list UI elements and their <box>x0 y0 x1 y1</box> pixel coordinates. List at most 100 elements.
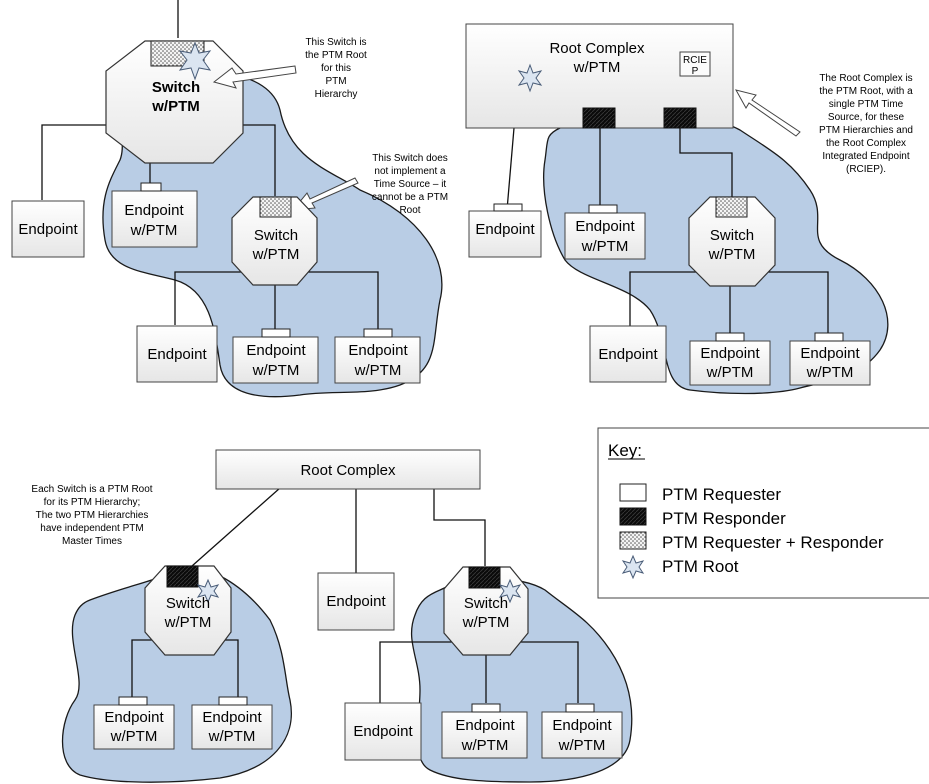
note-no-time-source: This Switch does not implement a Time So… <box>372 153 448 216</box>
port-requester-responder <box>715 196 748 218</box>
port-requester <box>715 332 745 342</box>
legend-key: Key: PTM Requester PTM Responder PTM Req… <box>597 427 929 599</box>
endpoint-label: Endpoint <box>18 221 78 238</box>
switch-ptm-root <box>105 40 244 164</box>
svg-text:PTM: PTM <box>325 76 346 87</box>
arrow-to-root-complex-icon <box>735 89 801 137</box>
endpoint-ptm-box <box>441 711 528 759</box>
endpoint-ptm-box <box>93 704 175 750</box>
endpoint-box <box>317 572 395 631</box>
key-responder-swatch <box>619 507 647 526</box>
endpoint-ptm-label: Endpoint <box>800 345 860 362</box>
diagram-independent-hierarchies: Root Complex Each Switch is a PTM Root f… <box>31 449 633 783</box>
endpoint-ptm-sublabel: w/PTM <box>806 364 854 381</box>
link-endpoint-2 <box>174 271 242 325</box>
endpoint-ptm-box <box>232 336 319 384</box>
svg-text:Master Times: Master Times <box>62 536 122 547</box>
endpoint-ptm-label: Endpoint <box>700 345 760 362</box>
port-requester <box>261 328 291 338</box>
ptm-root-star-icon <box>178 41 212 81</box>
endpoint-box <box>136 325 218 383</box>
endpoint-ptm-label: Endpoint <box>348 342 408 359</box>
endpoint-label: Endpoint <box>353 723 413 740</box>
arrow-to-switch-icon <box>212 65 297 89</box>
link-endpoint <box>506 127 515 211</box>
endpoint-ptm-sublabel: w/PTM <box>354 362 402 379</box>
endpoint-ptm-label: Endpoint <box>246 342 306 359</box>
link-switch-left <box>191 487 281 567</box>
port-responder <box>663 107 697 129</box>
ptm-root-star-icon <box>498 578 522 604</box>
svg-text:PTM Hierarchies and: PTM Hierarchies and <box>819 125 913 136</box>
switch-label: Switch <box>464 595 508 612</box>
key-item-requester: PTM Requester <box>662 485 781 504</box>
endpoint-label: Endpoint <box>475 221 535 238</box>
svg-text:have independent PTM: have independent PTM <box>40 523 143 534</box>
endpoint-ptm-sublabel: w/PTM <box>558 737 606 754</box>
link-switch2 <box>240 124 276 196</box>
endpoint-ptm-label: Endpoint <box>575 218 635 235</box>
root-complex-sublabel: w/PTM <box>573 59 621 76</box>
svg-text:the PTM Root: the PTM Root <box>305 50 367 61</box>
port-requester <box>218 696 248 706</box>
switch-sublabel: w/PTM <box>708 246 756 263</box>
endpoint-ptm-label: Endpoint <box>552 717 612 734</box>
port-requester <box>493 203 523 212</box>
port-responder <box>166 565 199 588</box>
note-independent-roots: Each Switch is a PTM Root for its PTM Hi… <box>31 484 152 547</box>
link-switch <box>679 128 733 197</box>
switch2-label: Switch <box>254 227 298 244</box>
endpoint-ptm-sublabel: w/PTM <box>252 362 300 379</box>
port-requester <box>140 182 162 192</box>
svg-text:not implement a: not implement a <box>374 166 446 177</box>
endpoint-label: Endpoint <box>326 593 386 610</box>
note-ptm-root: This Switch is the PTM Root for this PTM… <box>305 37 367 100</box>
port-responder <box>582 107 616 129</box>
svg-text:Integrated Endpoint: Integrated Endpoint <box>822 151 910 162</box>
key-item-requester-responder: PTM Requester + Responder <box>662 533 884 552</box>
rciep-label: RCIE <box>683 55 707 66</box>
svg-text:single PTM Time: single PTM Time <box>829 99 904 110</box>
endpoint-box <box>11 200 85 258</box>
rciep-sublabel: P <box>692 66 699 77</box>
endpoint-ptm-box <box>334 336 421 384</box>
switch <box>688 196 776 287</box>
endpoint-ptm-sublabel: w/PTM <box>208 728 256 745</box>
key-item-responder: PTM Responder <box>662 509 786 528</box>
port-requester <box>363 328 393 338</box>
endpoint-ptm-label: Endpoint <box>104 709 164 726</box>
key-requester-swatch <box>619 483 647 502</box>
svg-text:for its PTM Hierarchy;: for its PTM Hierarchy; <box>44 497 141 508</box>
ptm-root-star-icon <box>196 578 220 604</box>
port-requester-responder <box>259 196 292 218</box>
endpoint-ptm-sublabel: w/PTM <box>110 728 158 745</box>
switch-label: Switch <box>710 227 754 244</box>
svg-text:Each Switch is a PTM Root: Each Switch is a PTM Root <box>31 484 152 495</box>
key-box <box>597 427 929 599</box>
switch2-sublabel: w/PTM <box>252 246 300 263</box>
link-endpoint <box>41 124 108 200</box>
endpoint-box <box>344 702 422 761</box>
svg-text:This Switch does: This Switch does <box>372 153 448 164</box>
endpoint-box <box>589 325 667 383</box>
svg-text:cannot be a PTM: cannot be a PTM <box>372 192 448 203</box>
svg-text:Root: Root <box>399 205 420 216</box>
endpoint-ptm-box <box>191 704 273 750</box>
endpoint-ptm-box <box>689 340 771 386</box>
switch-sublabel: w/PTM <box>164 614 212 631</box>
root-complex-label: Root Complex <box>549 40 645 57</box>
link-endpoint-2 <box>629 271 697 326</box>
endpoint-ptm-box <box>541 711 623 759</box>
diagram-root-complex-ptm: Root Complex w/PTM RCIE P The Root Compl… <box>465 23 913 395</box>
link-switch-right <box>433 488 486 566</box>
endpoint-label: Endpoint <box>598 346 658 363</box>
svg-text:The two PTM Hierarchies: The two PTM Hierarchies <box>36 510 149 521</box>
endpoint-ptm-sublabel: w/PTM <box>581 238 629 255</box>
switch-sublabel: w/PTM <box>462 614 510 631</box>
root-complex-label: Root Complex <box>300 462 396 479</box>
rciep-box <box>679 51 711 77</box>
link-endpoint-ptm-2 <box>225 639 239 697</box>
switch-label-ptm: w/PTM <box>151 98 200 115</box>
port-requester <box>471 703 501 713</box>
